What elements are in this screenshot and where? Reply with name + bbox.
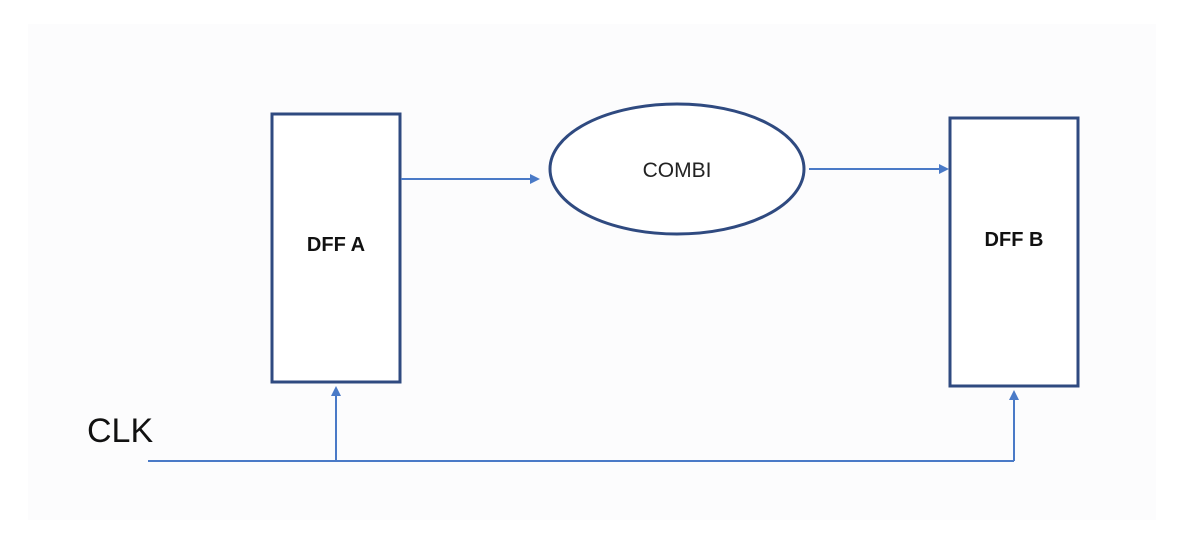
clk-label: CLK	[87, 412, 153, 450]
dff-a-box	[270, 112, 402, 384]
dff-b-node: DFF B	[948, 116, 1080, 388]
dff-b-label: DFF B	[985, 229, 1044, 251]
dff-b-box	[948, 116, 1080, 388]
dff-a-label: DFF A	[307, 234, 365, 256]
combi-ellipse	[548, 102, 806, 236]
combi-node: COMBI	[548, 102, 806, 236]
combi-label: COMBI	[643, 159, 712, 182]
dff-a-node: DFF A	[270, 112, 402, 384]
